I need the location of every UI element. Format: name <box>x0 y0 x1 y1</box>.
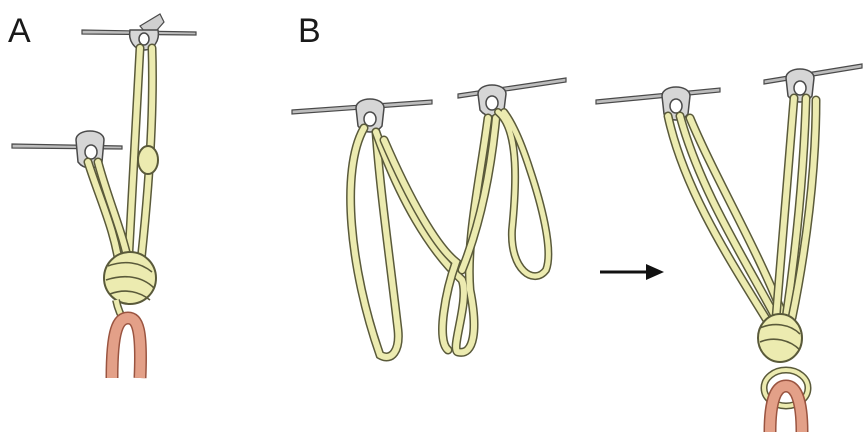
panel-a <box>12 14 196 378</box>
ice-screw-b3 <box>596 87 720 120</box>
rope-a <box>112 318 141 378</box>
panel-b-after <box>596 64 862 432</box>
ice-screw-lower <box>12 131 122 168</box>
arrow-right-icon <box>600 264 664 280</box>
sling-a <box>88 48 158 270</box>
panel-b-before <box>292 78 566 357</box>
ice-screw-b2 <box>458 78 566 116</box>
sling-b-after <box>668 98 816 322</box>
ice-screw-b4 <box>764 64 862 102</box>
sling-b-before <box>351 112 549 357</box>
